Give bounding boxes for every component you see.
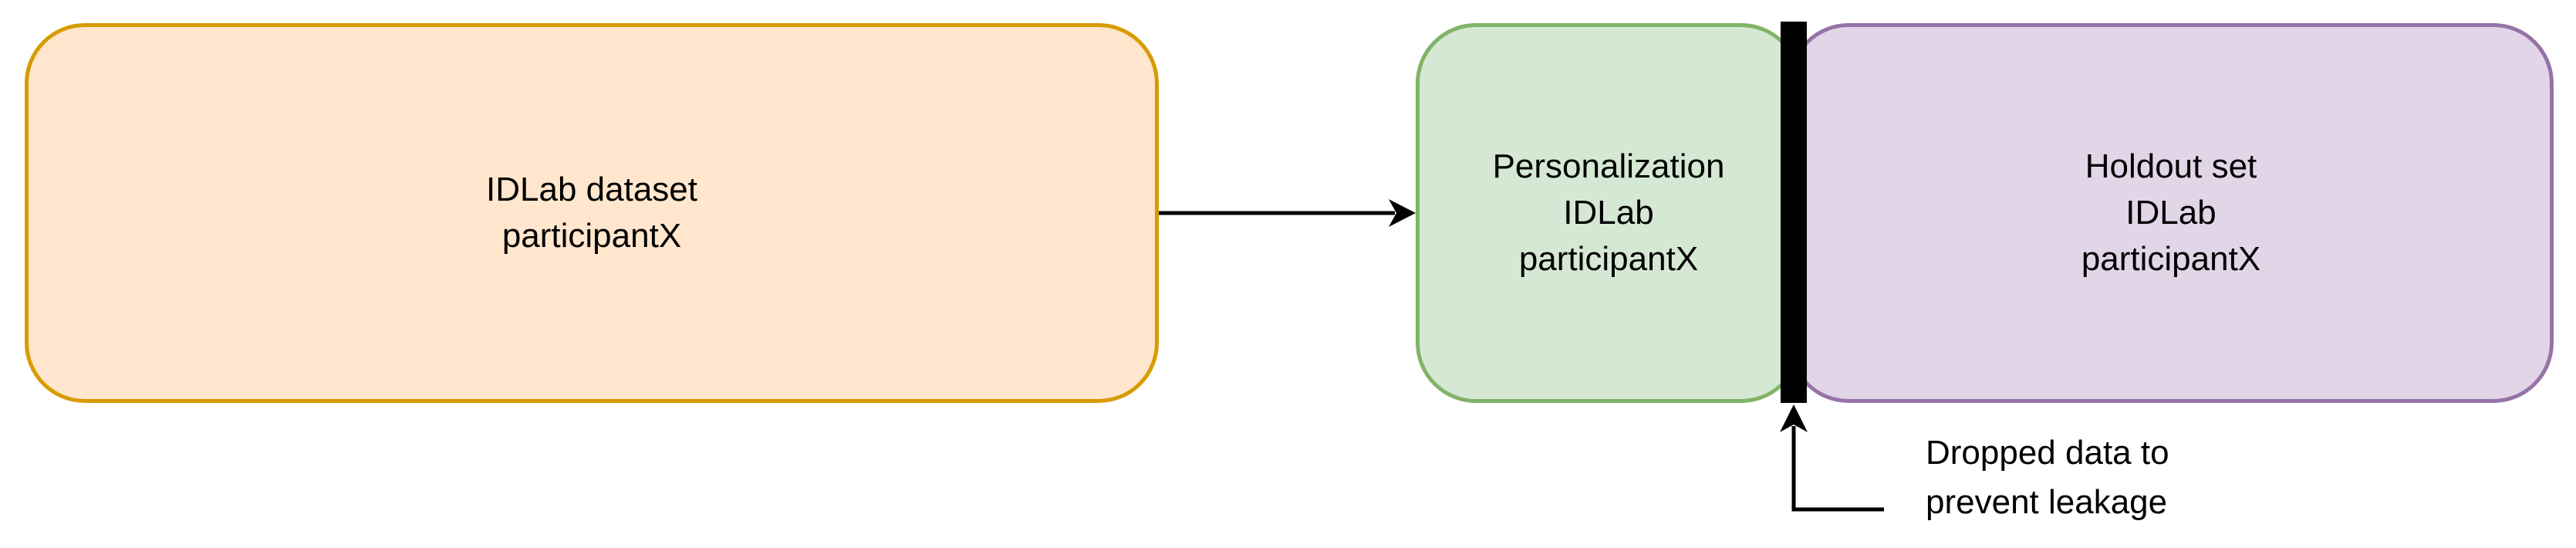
annotation-line-1: Dropped data to xyxy=(1926,434,2169,472)
dropped-data-separator xyxy=(1781,22,1807,403)
leakage-callout-arrow xyxy=(1780,404,1884,512)
dropped-data-annotation: Dropped data to prevent leakage xyxy=(1926,428,2169,527)
personalization-label-line-1: Personalization xyxy=(1492,147,1725,185)
callout-line xyxy=(1791,426,1884,512)
callout-arrow-head xyxy=(1780,404,1808,432)
idlab-dataset-node: IDLab dataset participantX xyxy=(25,23,1159,403)
dataset-to-personalization-arrow xyxy=(1159,199,1416,227)
holdout-set-node: Holdout set IDLab participantX xyxy=(1788,23,2554,403)
dataset-label-line-1: IDLab dataset xyxy=(486,171,697,208)
holdout-label-line-1: Holdout set xyxy=(2085,147,2257,185)
dataset-label-line-2: participantX xyxy=(501,217,682,255)
holdout-label-line-2: IDLab xyxy=(2125,194,2216,232)
personalization-label-line-2: IDLab xyxy=(1563,194,1654,232)
holdout-set-label: Holdout set IDLab participantX xyxy=(2081,144,2260,282)
personalization-label-line-3: participantX xyxy=(1518,240,1699,278)
arrow-head xyxy=(1389,199,1416,227)
personalization-label: Personalization IDLab participantX xyxy=(1493,144,1725,282)
annotation-line-2: prevent leakage xyxy=(1926,483,2168,521)
idlab-dataset-label: IDLab dataset participantX xyxy=(486,167,697,259)
personalization-node: Personalization IDLab participantX xyxy=(1416,23,1801,403)
holdout-label-line-3: participantX xyxy=(2081,240,2261,278)
